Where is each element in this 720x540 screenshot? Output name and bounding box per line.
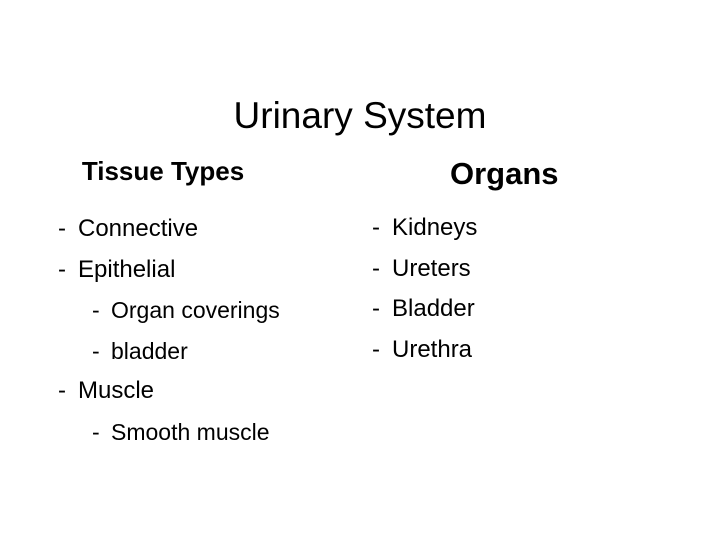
list-item-label: Epithelial [78,255,176,283]
bullet-dash-icon: - [92,297,100,323]
column-heading-tissue-types: Tissue Types [81,156,245,186]
page-title: Urinary System [233,94,487,136]
list-item-label: Smooth muscle [111,418,270,445]
list-item-label: bladder [111,337,188,364]
list-item: -Muscle [24,371,364,412]
bullet-dash-icon: - [372,214,380,241]
list-item-label: Bladder [392,295,475,322]
list-item-label: Connective [78,215,199,242]
column-heading-organs: Organs [450,156,559,191]
bullet-dash-icon: - [372,295,380,322]
list-item-label: Ureters [392,254,471,282]
list-item-label: Kidneys [392,214,478,241]
list-item: -Kidneys [366,208,696,249]
list-item: -Bladder [366,289,696,330]
list-item: -Ureters [366,249,696,290]
bullet-dash-icon: - [58,255,66,283]
bullet-dash-icon: - [92,337,100,364]
list-item-label: Urethra [392,335,473,363]
list-item: -Organ coverings [24,290,364,331]
list-item: -Connective [24,209,364,250]
list-item-label: Organ coverings [111,297,280,323]
bullet-dash-icon: - [58,377,66,404]
bullet-list-tissue-types: -Connective-Epithelial-Organ coverings-b… [24,209,364,452]
list-item-label: Muscle [78,377,155,404]
list-item: -bladder [24,331,364,372]
list-item: -Smooth muscle [24,412,364,453]
list-item: -Urethra [366,330,696,371]
column-organs: Organs -Kidneys-Ureters-Bladder-Urethra [366,158,696,370]
column-tissue-types: Tissue Types -Connective-Epithelial-Orga… [24,158,364,452]
list-item: -Epithelial [24,250,364,291]
bullet-dash-icon: - [372,335,380,363]
bullet-dash-icon: - [372,254,380,282]
bullet-dash-icon: - [92,418,100,445]
bullet-dash-icon: - [58,215,66,242]
bullet-list-organs: -Kidneys-Ureters-Bladder-Urethra [366,208,696,370]
